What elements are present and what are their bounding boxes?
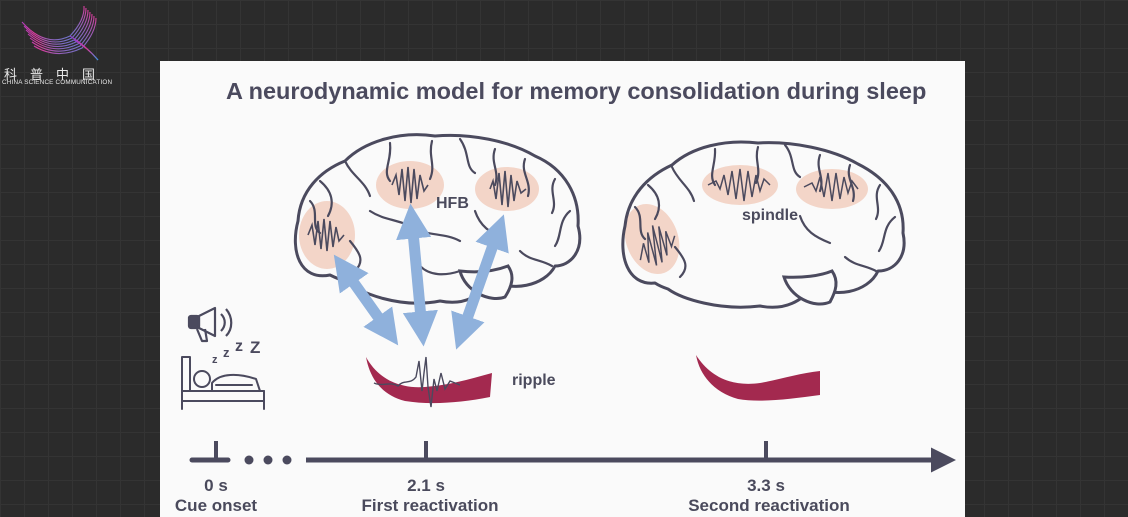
ripple-label: ripple (512, 372, 556, 389)
logo-english-text: CHINA SCIENCE COMMUNICATION (2, 79, 113, 86)
megaphone-icon (187, 306, 233, 343)
sleeping-person-icon: z z z Z (181, 338, 265, 410)
spindle-oscillations (639, 168, 859, 266)
svg-text:z: z (212, 354, 218, 366)
timeline-value-2: 3.3 s (747, 476, 785, 495)
ellipsis-dot (244, 455, 254, 465)
brain-right-cerebellum (781, 269, 838, 306)
hfb-label: HFB (436, 195, 469, 212)
arrow-ripple-frontal (333, 254, 399, 346)
hfb-oscillations (307, 166, 527, 252)
brain-right-outline (621, 140, 906, 309)
svg-text:z: z (223, 345, 230, 360)
timeline-value-0: 0 s (204, 476, 228, 495)
activation-blob-frontal (624, 204, 680, 274)
timeline-value-1: 2.1 s (407, 476, 445, 495)
hippocampus-second (696, 355, 820, 401)
bidirectional-arrows (333, 203, 509, 350)
brain-left (293, 133, 582, 305)
arrow-ripple-right (451, 214, 509, 350)
spindle-label: spindle (742, 207, 799, 224)
brain-right (621, 140, 906, 309)
ellipsis-dot (282, 455, 292, 465)
ripple-trace (373, 356, 461, 408)
svg-text:z: z (235, 338, 243, 355)
diagram-canvas: z z z Z (181, 133, 956, 473)
timeline-label-1: First reactivation (361, 496, 499, 515)
diagram-title: A neurodynamic model for memory consolid… (226, 78, 927, 104)
ellipsis-dot (263, 455, 273, 465)
svg-text:Z: Z (250, 338, 260, 357)
hippocampus-first (366, 357, 492, 404)
activation-blob-frontal (299, 201, 355, 269)
timeline-label-2: Second reactivation (688, 496, 850, 515)
timeline-axis (189, 441, 956, 473)
slide-diagram: z z z Z A neurodynamic model for memory … (160, 61, 965, 517)
logo-chinese-text: 科普中国 (4, 68, 109, 83)
china-science-communication-logo: 科普中国 CHINA SCIENCE COMMUNICATION (0, 0, 130, 90)
arrow-ripple-center (396, 203, 438, 347)
logo-wave-icon (21, 5, 99, 61)
timeline-label-0: Cue onset (174, 496, 258, 515)
